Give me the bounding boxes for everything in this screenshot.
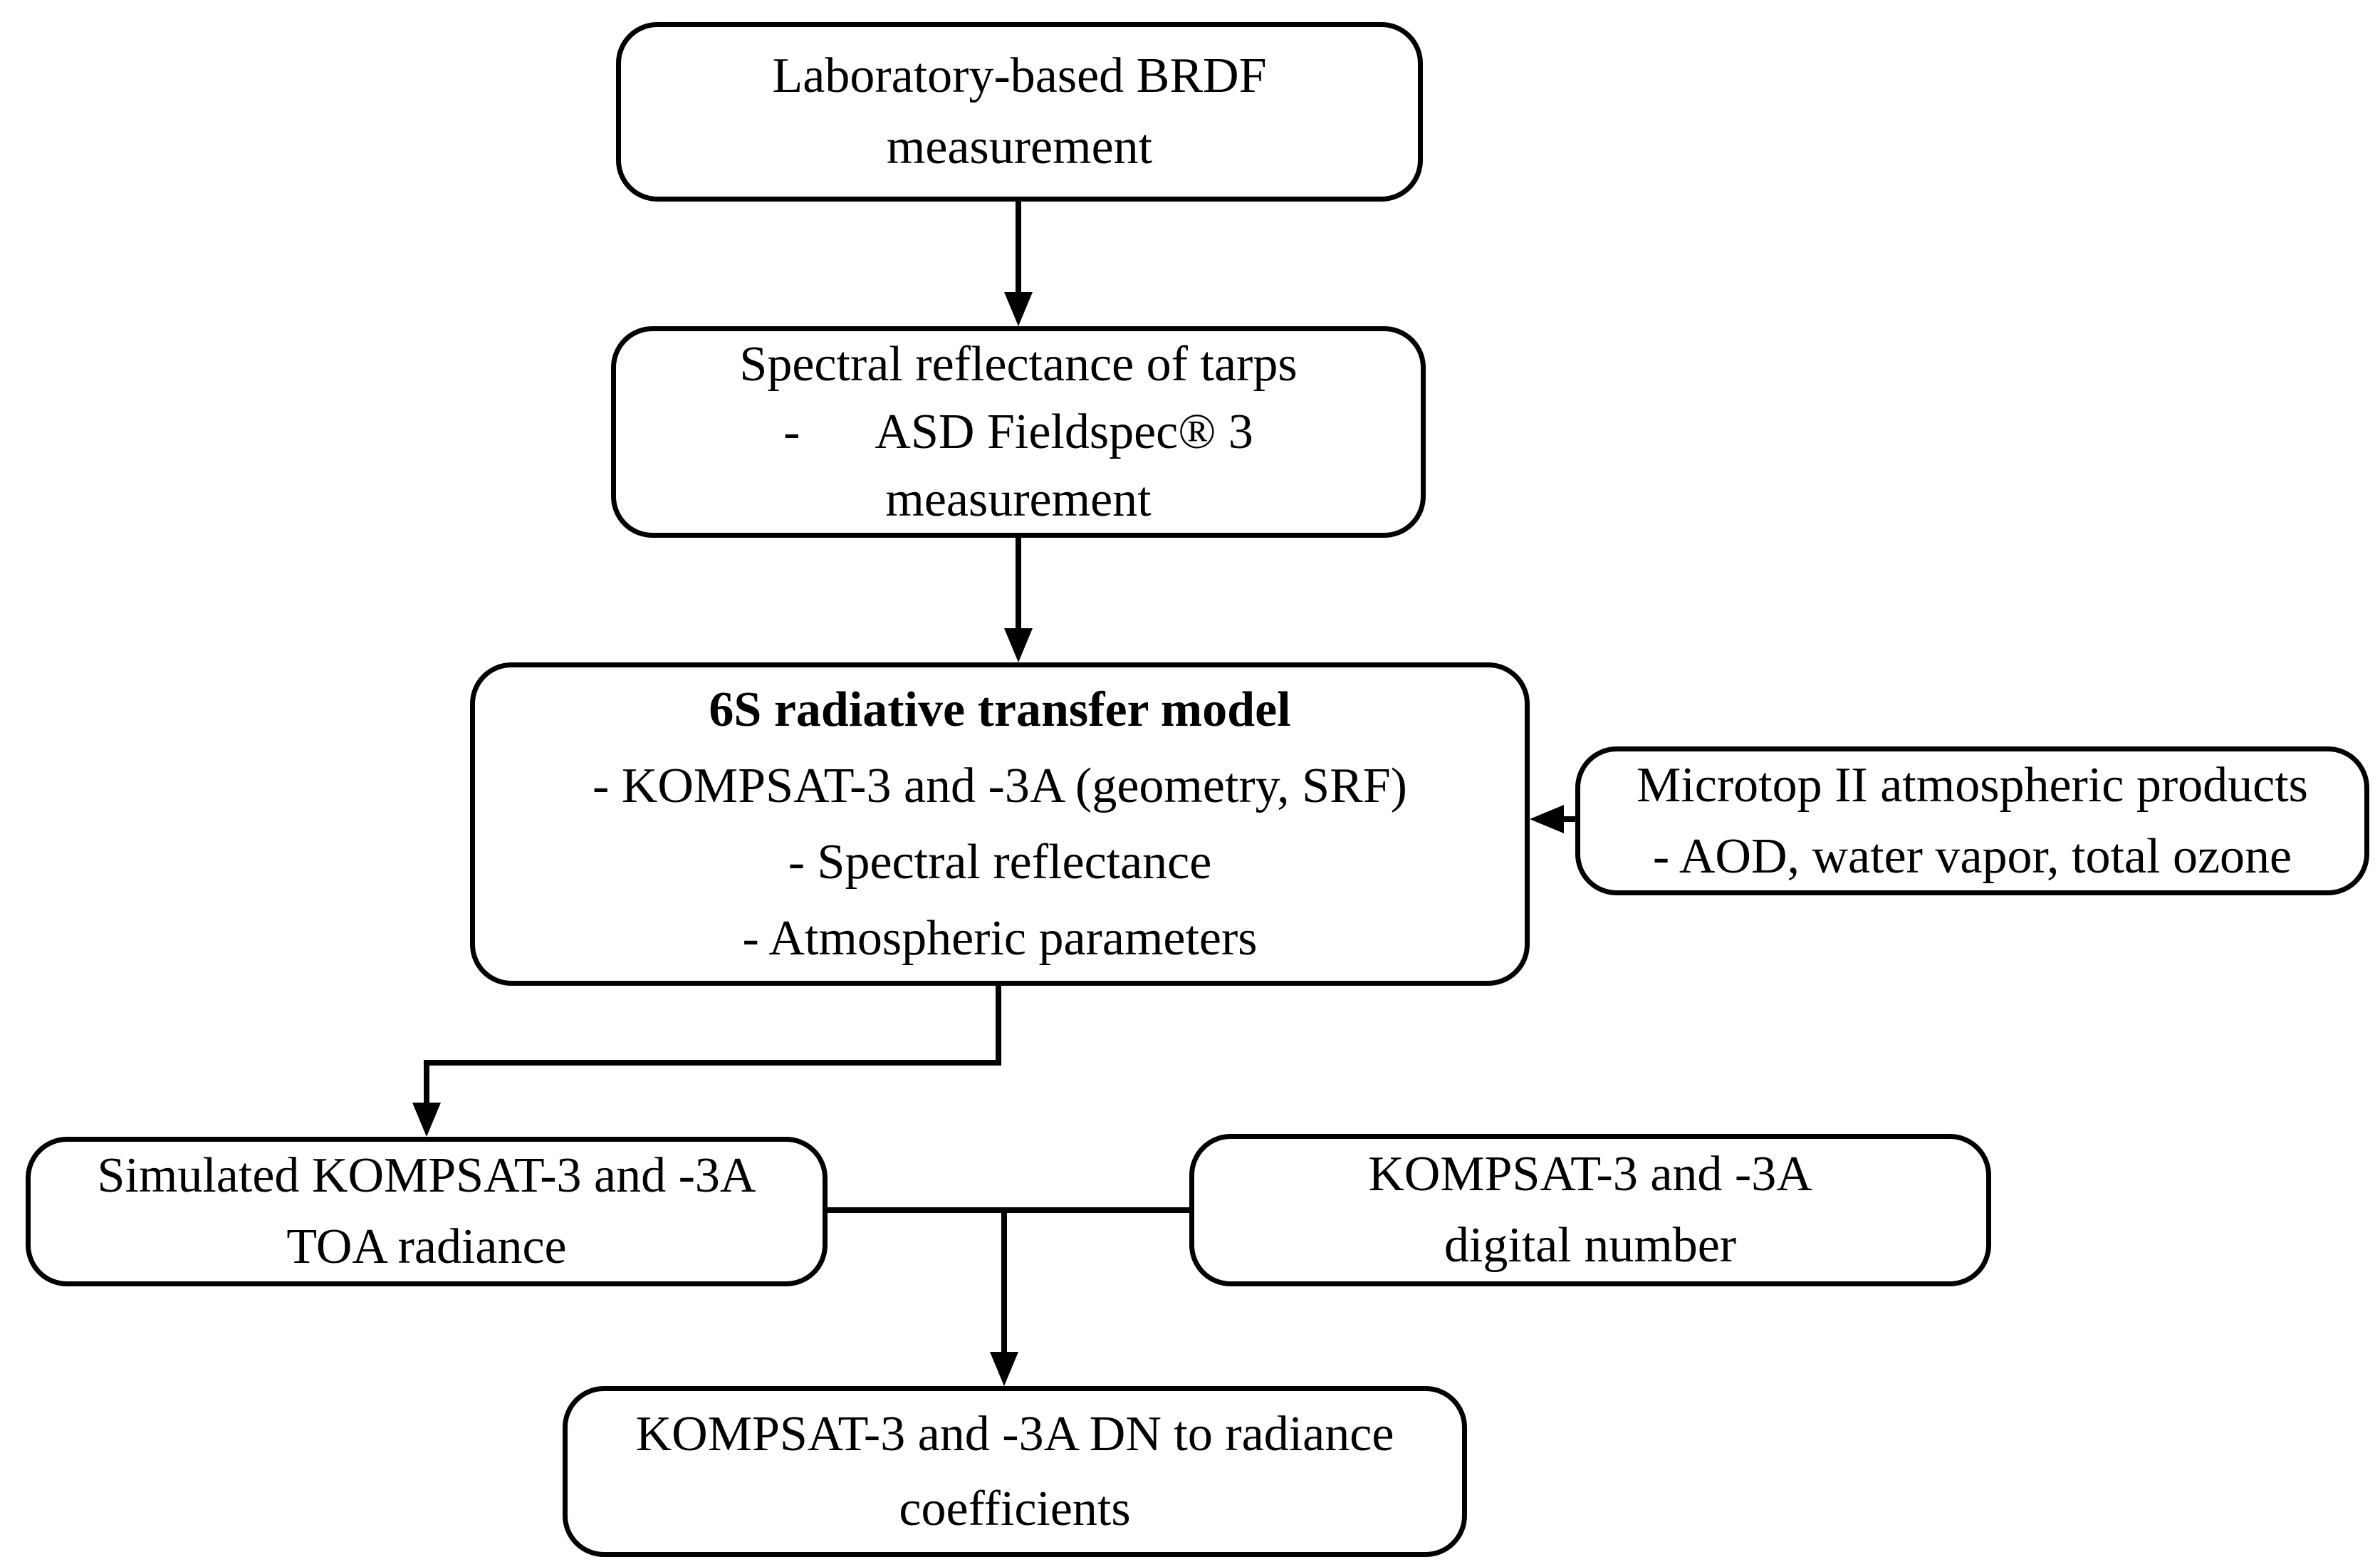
node-dn-to-radiance-coefficients: KOMPSAT-3 and -3A DN to radiance coeffic… bbox=[563, 1386, 1467, 1557]
arrowhead-down-icon bbox=[1004, 292, 1033, 326]
node-text: KOMPSAT-3 and -3A bbox=[1368, 1147, 1812, 1202]
node-text: KOMPSAT-3 and -3A DN to radiance bbox=[635, 1407, 1394, 1462]
node-text: coefficients bbox=[899, 1482, 1131, 1536]
node-text: TOA radiance bbox=[286, 1219, 567, 1274]
node-laboratory-brdf: Laboratory-based BRDF measurement bbox=[616, 22, 1423, 202]
node-simulated-toa-radiance: Simulated KOMPSAT-3 and -3A TOA radiance bbox=[26, 1137, 828, 1286]
arrow-brdf-to-tarps bbox=[1004, 202, 1033, 326]
node-kompsat-digital-number: KOMPSAT-3 and -3A digital number bbox=[1189, 1134, 1991, 1286]
connector-line bbox=[424, 986, 1001, 1105]
arrowhead-down-icon bbox=[990, 1352, 1018, 1386]
node-spectral-reflectance-tarps: Spectral reflectance of tarps - ASD Fiel… bbox=[611, 326, 1426, 538]
node-text: - ASD Fieldspec® 3 bbox=[783, 405, 1253, 459]
node-6s-radiative-transfer-model: 6S radiative transfer model - KOMPSAT-3 … bbox=[470, 662, 1530, 986]
arrow-tarps-to-sixs bbox=[1004, 538, 1033, 662]
arrowhead-down-icon bbox=[412, 1103, 441, 1137]
node-text: - Spectral reflectance bbox=[788, 835, 1212, 890]
arrow-junction-to-coeff bbox=[990, 1210, 1018, 1386]
node-text: Simulated KOMPSAT-3 and -3A bbox=[97, 1148, 756, 1203]
node-text: measurement bbox=[886, 120, 1153, 175]
node-microtop-atmospheric-products: Microtop II atmospheric products - AOD, … bbox=[1575, 746, 2369, 895]
node-text: - AOD, water vapor, total ozone bbox=[1652, 828, 2292, 884]
node-title: 6S radiative transfer model bbox=[709, 682, 1291, 737]
node-text: Laboratory-based BRDF bbox=[772, 48, 1267, 103]
node-text: - Atmospheric parameters bbox=[742, 911, 1258, 966]
node-text: measurement bbox=[885, 472, 1152, 527]
node-text: digital number bbox=[1444, 1218, 1737, 1273]
arrow-microtop-to-sixs bbox=[1530, 805, 1575, 833]
arrowhead-down-icon bbox=[1004, 628, 1033, 662]
node-text: Spectral reflectance of tarps bbox=[739, 337, 1298, 392]
elbow-sixs-to-toa bbox=[412, 986, 1001, 1137]
arrowhead-left-icon bbox=[1530, 805, 1564, 833]
node-text: - KOMPSAT-3 and -3A (geometry, SRF) bbox=[593, 759, 1407, 813]
node-text: Microtop II atmospheric products bbox=[1637, 757, 2308, 813]
